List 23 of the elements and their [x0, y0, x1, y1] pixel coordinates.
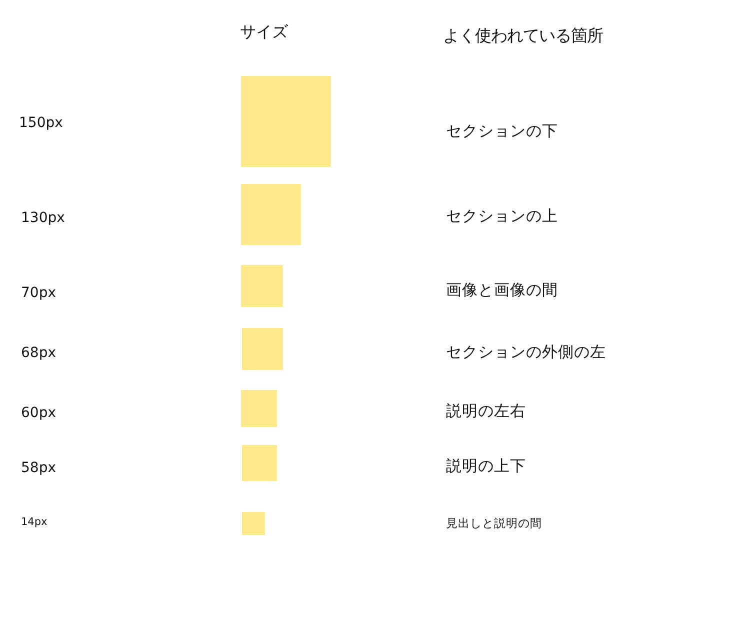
size-square — [242, 445, 277, 481]
size-value: 14px — [21, 516, 48, 528]
size-square — [242, 328, 283, 370]
column-heading: サイズ — [240, 22, 288, 42]
size-value: 60px — [21, 404, 56, 422]
size-square — [241, 76, 331, 167]
usage-text: セクションの下 — [446, 122, 558, 140]
usage-text: 見出しと説明の間 — [446, 517, 542, 531]
usage-text: 画像と画像の間 — [446, 280, 558, 300]
usage-text: セクションの外側の左 — [446, 342, 606, 362]
size-square — [241, 265, 283, 307]
size-value: 70px — [21, 284, 56, 302]
size-value: 58px — [21, 460, 56, 476]
size-value: 68px — [21, 344, 56, 362]
usage-text: 説明の上下 — [446, 456, 526, 476]
usage-text: セクションの上 — [446, 206, 558, 226]
size-square — [241, 184, 301, 245]
column-heading: よく使われている箇所 — [443, 26, 603, 46]
size-square — [242, 512, 265, 535]
usage-text: 説明の左右 — [446, 402, 526, 420]
size-value: 150px — [19, 114, 63, 132]
size-square — [241, 390, 277, 427]
size-value: 130px — [21, 210, 65, 226]
